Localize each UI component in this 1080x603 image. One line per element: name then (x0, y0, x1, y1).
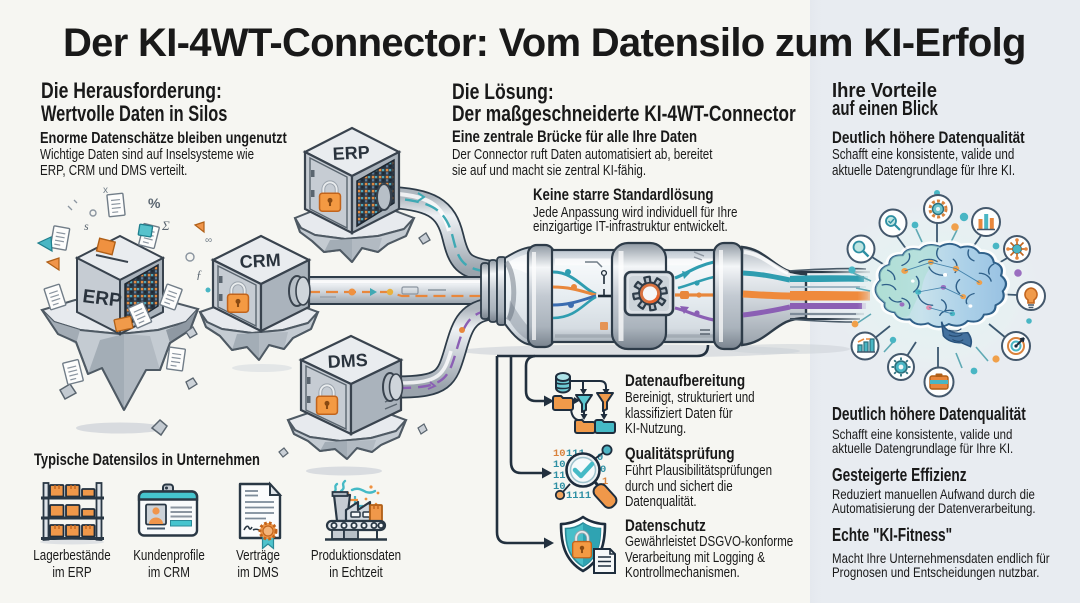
svg-text:11: 11 (553, 470, 566, 482)
svg-text:1111: 1111 (566, 490, 591, 502)
svg-text:0: 0 (600, 464, 606, 476)
svg-text:10: 10 (553, 481, 566, 493)
svg-text:s: s (84, 219, 89, 233)
svg-text:∞: ∞ (205, 235, 212, 246)
svg-text:Σ: Σ (161, 218, 170, 233)
svg-text:DMS: DMS (327, 350, 368, 372)
svg-text:CRM: CRM (239, 250, 281, 272)
svg-text:0: 0 (597, 452, 603, 464)
svg-text:1: 1 (602, 476, 608, 488)
svg-text:10: 10 (553, 448, 566, 460)
svg-text:ƒ: ƒ (196, 267, 202, 281)
svg-text:x: x (103, 185, 108, 196)
svg-text:ERP: ERP (332, 142, 370, 164)
svg-text:ERP: ERP (81, 286, 123, 312)
svg-text:10: 10 (553, 459, 566, 471)
svg-text:%: % (148, 195, 161, 211)
